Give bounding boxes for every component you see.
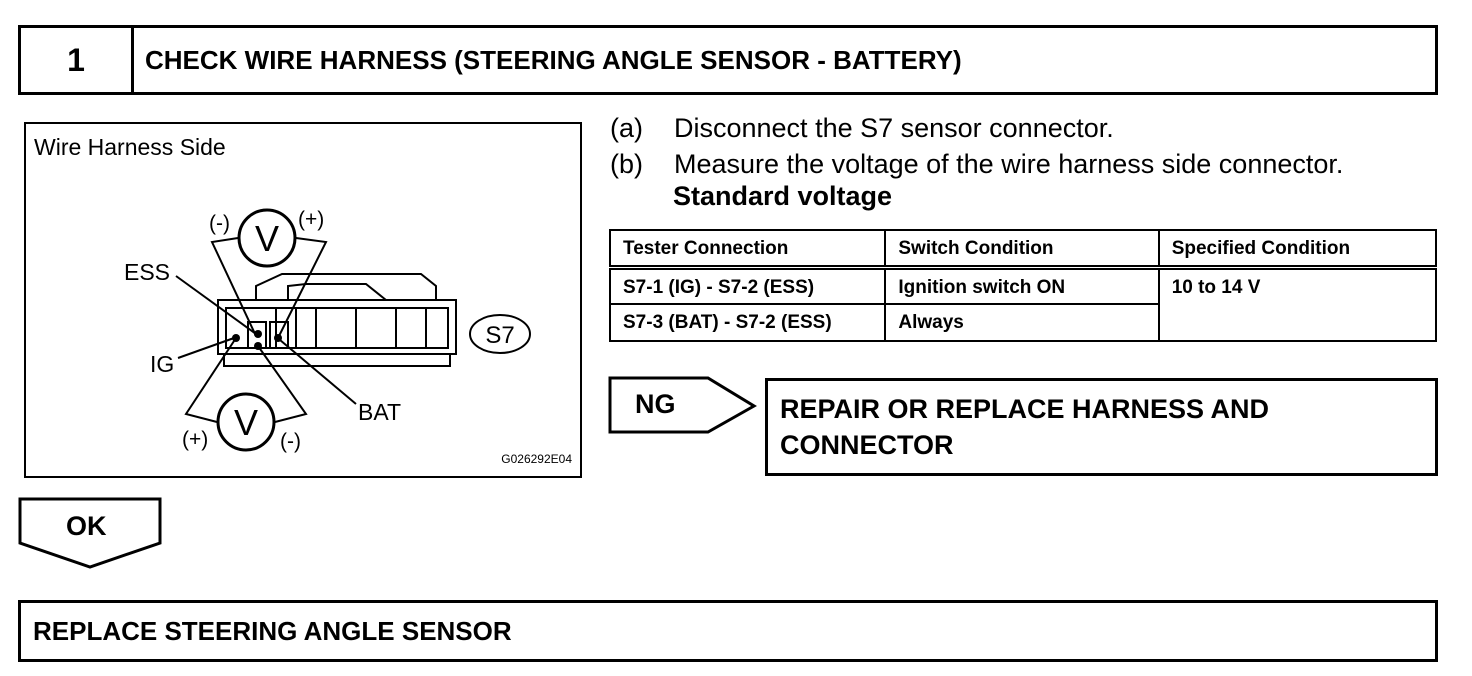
instruction-item: (b) Measure the voltage of the wire harn…: [610, 146, 1343, 182]
column-header: Specified Condition: [1157, 229, 1438, 270]
instruction-mark: (a): [610, 113, 643, 143]
ng-action-text: REPAIR OR REPLACE HARNESS AND CONNECTOR: [780, 394, 1270, 460]
ng-arrow: [608, 376, 757, 434]
bottom-plus-label: (+): [182, 428, 208, 451]
figure-code: G026292E04: [501, 452, 572, 466]
next-step-text: REPLACE STEERING ANGLE SENSOR: [33, 615, 512, 646]
instruction-item: (a) Disconnect the S7 sensor connector.: [610, 110, 1343, 146]
step-title: CHECK WIRE HARNESS (STEERING ANGLE SENSO…: [145, 44, 962, 75]
tester-connection-cell: S7-3 (BAT) - S7-2 (ESS): [608, 303, 887, 342]
column-header: Switch Condition: [884, 229, 1160, 270]
table-row: S7-1 (IG) - S7-2 (ESS) Ignition switch O…: [608, 266, 1438, 342]
switch-condition-cell: Always: [884, 303, 1160, 342]
top-plus-label: (+): [298, 208, 324, 231]
bat-leader: [279, 339, 357, 405]
connector-id-bubble: [469, 314, 531, 354]
next-step-box: REPLACE STEERING ANGLE SENSOR: [18, 600, 1438, 662]
step-header: 1 CHECK WIRE HARNESS (STEERING ANGLE SEN…: [18, 25, 1438, 95]
instruction-text: Measure the voltage of the wire harness …: [674, 149, 1344, 179]
ig-leader: [177, 337, 235, 359]
voltmeter-top-letter: V: [255, 218, 279, 259]
instruction-text: Disconnect the S7 sensor connector.: [674, 113, 1114, 143]
ig-label: IG: [150, 351, 174, 377]
bat-label: BAT: [358, 399, 401, 425]
switch-condition-cell: Ignition switch ON: [884, 266, 1160, 305]
standard-voltage-label: Standard voltage: [673, 181, 893, 211]
voltmeter-bottom-icon: [216, 392, 276, 452]
ng-label: NG: [635, 389, 676, 419]
voltmeter-bottom-letter: V: [234, 402, 258, 443]
tester-connection-cell: S7-1 (IG) - S7-2 (ESS): [608, 266, 887, 305]
top-minus-label: (-): [209, 212, 230, 235]
instruction-mark: (b): [610, 149, 643, 179]
step-number: 1: [21, 28, 134, 92]
ess-leader: [175, 275, 257, 335]
wiring-figure: Wire Harness Side: [24, 122, 582, 478]
column-header: Tester Connection: [608, 229, 887, 270]
ok-label: OK: [66, 511, 107, 541]
ng-action-box: REPAIR OR REPLACE HARNESS AND CONNECTOR: [765, 378, 1438, 476]
connector-body: [217, 273, 457, 367]
spec-table: Tester Connection Switch Condition Speci…: [608, 229, 1438, 342]
connector-diagram: S7 ESS IG BAT V V (-) (+) (+) (-): [124, 208, 531, 453]
connector-id-label: S7: [485, 322, 514, 349]
specified-condition-cell: 10 to 14 V: [1157, 266, 1438, 342]
ess-label: ESS: [124, 259, 170, 285]
table-header-row: Tester Connection Switch Condition Speci…: [608, 229, 1438, 270]
table-row: S7-3 (BAT) - S7-2 (ESS) Always: [608, 303, 1436, 342]
ok-arrow: [18, 497, 162, 569]
bottom-minus-label: (-): [280, 430, 301, 453]
voltmeter-top-icon: [237, 208, 297, 268]
figure-title: Wire Harness Side: [34, 134, 226, 160]
instruction-list: (a) Disconnect the S7 sensor connector. …: [610, 110, 1343, 182]
